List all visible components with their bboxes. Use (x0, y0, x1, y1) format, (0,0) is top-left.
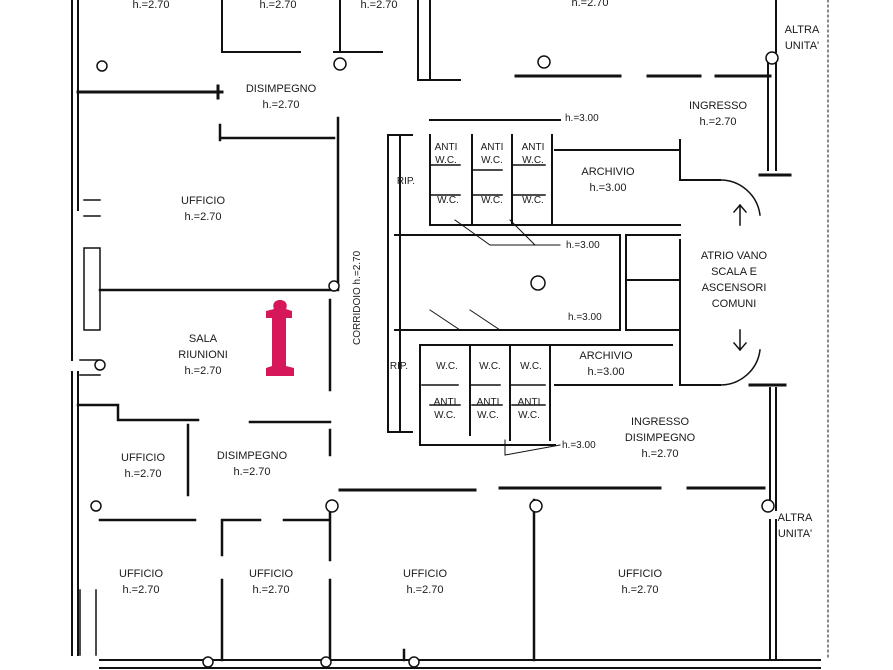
column (761, 499, 775, 513)
office-dividers (402, 498, 536, 662)
wc-label: W.C. (479, 361, 501, 372)
column (325, 499, 339, 513)
anti-wc-label: ANTI W.C. (517, 397, 541, 421)
anti-wc-label: ANTI W.C. (521, 142, 545, 166)
ufficio-top-wall (98, 116, 340, 292)
lower-partitions (98, 503, 332, 662)
atrium-label: ATRIO VANO SCALA E ASCENSORI COMUNI (700, 250, 768, 310)
anti-wc-label: ANTI W.C. (480, 142, 504, 166)
arrow-down (732, 329, 748, 352)
room-top-3: h.=2.70 (360, 0, 398, 11)
anti-wc-label: ANTI W.C. (434, 142, 458, 166)
entrance-door-bottom (719, 349, 761, 386)
column (94, 359, 106, 371)
room-top-1: h.=2.70 (132, 0, 170, 11)
column (320, 656, 332, 668)
entrance-wall (748, 173, 792, 387)
height-note: h.=3.00 (568, 312, 602, 323)
column (202, 656, 214, 668)
core-middle (394, 234, 681, 331)
entrance-door-top (719, 179, 761, 216)
location-marker-icon (266, 300, 294, 376)
column (530, 275, 546, 291)
column (408, 656, 420, 668)
height-note: h.=3.00 (566, 240, 600, 251)
column (90, 500, 102, 512)
outer-wall-left-window (83, 199, 101, 331)
wc-doors-lower (421, 384, 546, 406)
anti-wc-label: ANTI W.C. (433, 397, 457, 421)
other-unit-bottom: ALTRA UNITA' (777, 512, 813, 540)
height-note: h.=3.00 (565, 113, 599, 124)
wc-label: W.C. (520, 361, 542, 372)
core-outline (387, 134, 721, 433)
wc-label: W.C. (481, 195, 503, 206)
column (96, 60, 108, 72)
top-corridor-wall (76, 74, 772, 100)
column (333, 57, 347, 71)
sala-partitions (76, 298, 332, 497)
bottom-facade (99, 659, 821, 669)
core-lower-block (419, 344, 673, 446)
column (529, 499, 543, 513)
leader-lines (429, 219, 561, 456)
arrow-up (732, 203, 748, 226)
corridor-label: CORRIDOIO h.=2.70 (352, 250, 363, 345)
top-walls (221, 0, 461, 81)
other-unit-top: ALTRA UNITA' (784, 24, 820, 52)
column (765, 51, 779, 65)
column (537, 55, 551, 69)
height-note: h.=3.00 (562, 440, 596, 451)
column (328, 280, 340, 292)
outer-wall-right (767, 0, 777, 661)
outer-wall-left-lower (79, 359, 101, 656)
wc-label: W.C. (522, 195, 544, 206)
room-top-2: h.=2.70 (259, 0, 297, 11)
core-upper-block (429, 119, 681, 226)
wc-doors-upper (429, 164, 546, 196)
rip-label: RIP. (396, 176, 416, 187)
room-top-4: h.=2.70 (571, 0, 609, 9)
anti-wc-label: ANTI W.C. (476, 397, 500, 421)
wc-label: W.C. (437, 195, 459, 206)
wc-label: W.C. (436, 361, 458, 372)
outer-wall-left (71, 0, 79, 656)
lower-corridor-walls (338, 486, 766, 492)
rip-label: RIP. (389, 361, 409, 372)
